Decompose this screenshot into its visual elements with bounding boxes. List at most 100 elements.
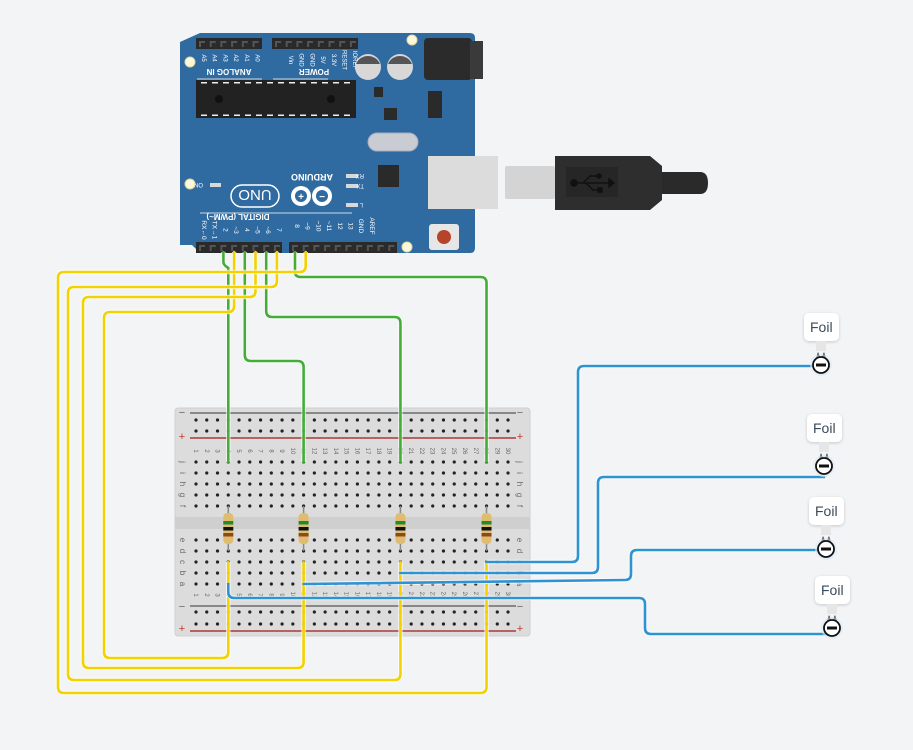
- terminal-hole[interactable]: [463, 471, 467, 475]
- terminal-hole[interactable]: [215, 571, 220, 575]
- terminal-hole[interactable]: [495, 471, 499, 475]
- terminal-hole[interactable]: [431, 493, 435, 497]
- terminal-hole[interactable]: [420, 560, 424, 564]
- rail-hole[interactable]: [334, 610, 338, 614]
- terminal-hole[interactable]: [441, 504, 446, 508]
- terminal-hole[interactable]: [366, 493, 370, 497]
- rail-hole[interactable]: [474, 429, 478, 433]
- rail-hole[interactable]: [323, 418, 327, 422]
- rail-hole[interactable]: [452, 429, 456, 433]
- terminal-hole[interactable]: [334, 560, 338, 564]
- terminal-hole[interactable]: [431, 482, 435, 486]
- terminal-hole[interactable]: [345, 504, 349, 508]
- terminal-hole[interactable]: [463, 482, 467, 486]
- terminal-hole[interactable]: [280, 482, 284, 486]
- rail-hole[interactable]: [377, 622, 381, 626]
- terminal-hole[interactable]: [269, 471, 273, 475]
- rail-hole[interactable]: [345, 418, 349, 422]
- terminal-hole[interactable]: [226, 471, 230, 475]
- rail-hole[interactable]: [215, 610, 220, 614]
- terminal-hole[interactable]: [355, 460, 359, 464]
- terminal-hole[interactable]: [205, 460, 209, 464]
- terminal-hole[interactable]: [441, 538, 446, 542]
- terminal-hole[interactable]: [291, 493, 295, 497]
- wire-green-pin4[interactable]: [243, 250, 305, 464]
- rail-hole[interactable]: [291, 610, 295, 614]
- rail-hole[interactable]: [420, 429, 424, 433]
- terminal-hole[interactable]: [463, 549, 467, 553]
- terminal-hole[interactable]: [258, 538, 263, 542]
- terminal-hole[interactable]: [495, 493, 499, 497]
- rail-hole[interactable]: [420, 622, 424, 626]
- rail-hole[interactable]: [323, 429, 327, 433]
- terminal-hole[interactable]: [355, 471, 359, 475]
- rail-hole[interactable]: [506, 610, 510, 614]
- terminal-hole[interactable]: [312, 538, 316, 542]
- terminal-hole[interactable]: [248, 471, 252, 475]
- wire-blue-foil-4[interactable]: [226, 582, 834, 636]
- terminal-hole[interactable]: [366, 460, 370, 464]
- terminal-hole[interactable]: [409, 560, 413, 564]
- rail-hole[interactable]: [474, 418, 478, 422]
- terminal-hole[interactable]: [323, 538, 327, 542]
- terminal-hole[interactable]: [280, 560, 284, 564]
- terminal-hole[interactable]: [355, 560, 359, 564]
- terminal-hole[interactable]: [248, 482, 252, 486]
- terminal-hole[interactable]: [312, 493, 316, 497]
- terminal-hole[interactable]: [420, 471, 424, 475]
- terminal-hole[interactable]: [452, 549, 456, 553]
- rail-hole[interactable]: [506, 429, 510, 433]
- terminal-hole[interactable]: [237, 549, 241, 553]
- terminal-hole[interactable]: [355, 504, 359, 508]
- terminal-hole[interactable]: [506, 538, 510, 542]
- terminal-hole[interactable]: [409, 460, 413, 464]
- terminal-hole[interactable]: [506, 482, 510, 486]
- rail-hole[interactable]: [258, 429, 263, 433]
- rail-hole[interactable]: [441, 429, 446, 433]
- terminal-hole[interactable]: [431, 471, 435, 475]
- terminal-hole[interactable]: [323, 571, 327, 575]
- rail-hole[interactable]: [205, 610, 209, 614]
- terminal-hole[interactable]: [237, 571, 241, 575]
- terminal-hole[interactable]: [237, 482, 241, 486]
- terminal-hole[interactable]: [312, 482, 316, 486]
- terminal-hole[interactable]: [215, 560, 220, 564]
- rail-hole[interactable]: [495, 418, 499, 422]
- rail-hole[interactable]: [345, 429, 349, 433]
- rail-hole[interactable]: [452, 418, 456, 422]
- terminal-hole[interactable]: [420, 504, 424, 508]
- wire-green-pin2[interactable]: [222, 250, 230, 464]
- terminal-hole[interactable]: [366, 571, 370, 575]
- terminal-hole[interactable]: [441, 549, 446, 553]
- terminal-hole[interactable]: [194, 493, 198, 497]
- rail-hole[interactable]: [366, 622, 370, 626]
- rail-hole[interactable]: [237, 429, 241, 433]
- rail-hole[interactable]: [258, 622, 263, 626]
- terminal-hole[interactable]: [205, 493, 209, 497]
- terminal-hole[interactable]: [409, 549, 413, 553]
- rail-hole[interactable]: [355, 429, 359, 433]
- terminal-hole[interactable]: [377, 560, 381, 564]
- terminal-hole[interactable]: [334, 538, 338, 542]
- rail-hole[interactable]: [258, 610, 263, 614]
- terminal-hole[interactable]: [388, 493, 392, 497]
- terminal-hole[interactable]: [398, 493, 403, 497]
- wire-green-pin6[interactable]: [264, 250, 402, 464]
- terminal-hole[interactable]: [484, 471, 489, 475]
- terminal-hole[interactable]: [345, 493, 349, 497]
- terminal-hole[interactable]: [280, 538, 284, 542]
- rail-hole[interactable]: [420, 418, 424, 422]
- terminal-hole[interactable]: [237, 538, 241, 542]
- terminal-hole[interactable]: [237, 582, 241, 586]
- terminal-hole[interactable]: [258, 460, 263, 464]
- rail-hole[interactable]: [334, 622, 338, 626]
- terminal-hole[interactable]: [215, 504, 220, 508]
- terminal-hole[interactable]: [474, 460, 478, 464]
- terminal-hole[interactable]: [398, 482, 403, 486]
- terminal-hole[interactable]: [441, 471, 446, 475]
- terminal-hole[interactable]: [366, 504, 370, 508]
- terminal-hole[interactable]: [345, 549, 349, 553]
- rail-hole[interactable]: [452, 610, 456, 614]
- terminal-hole[interactable]: [366, 560, 370, 564]
- terminal-hole[interactable]: [291, 471, 295, 475]
